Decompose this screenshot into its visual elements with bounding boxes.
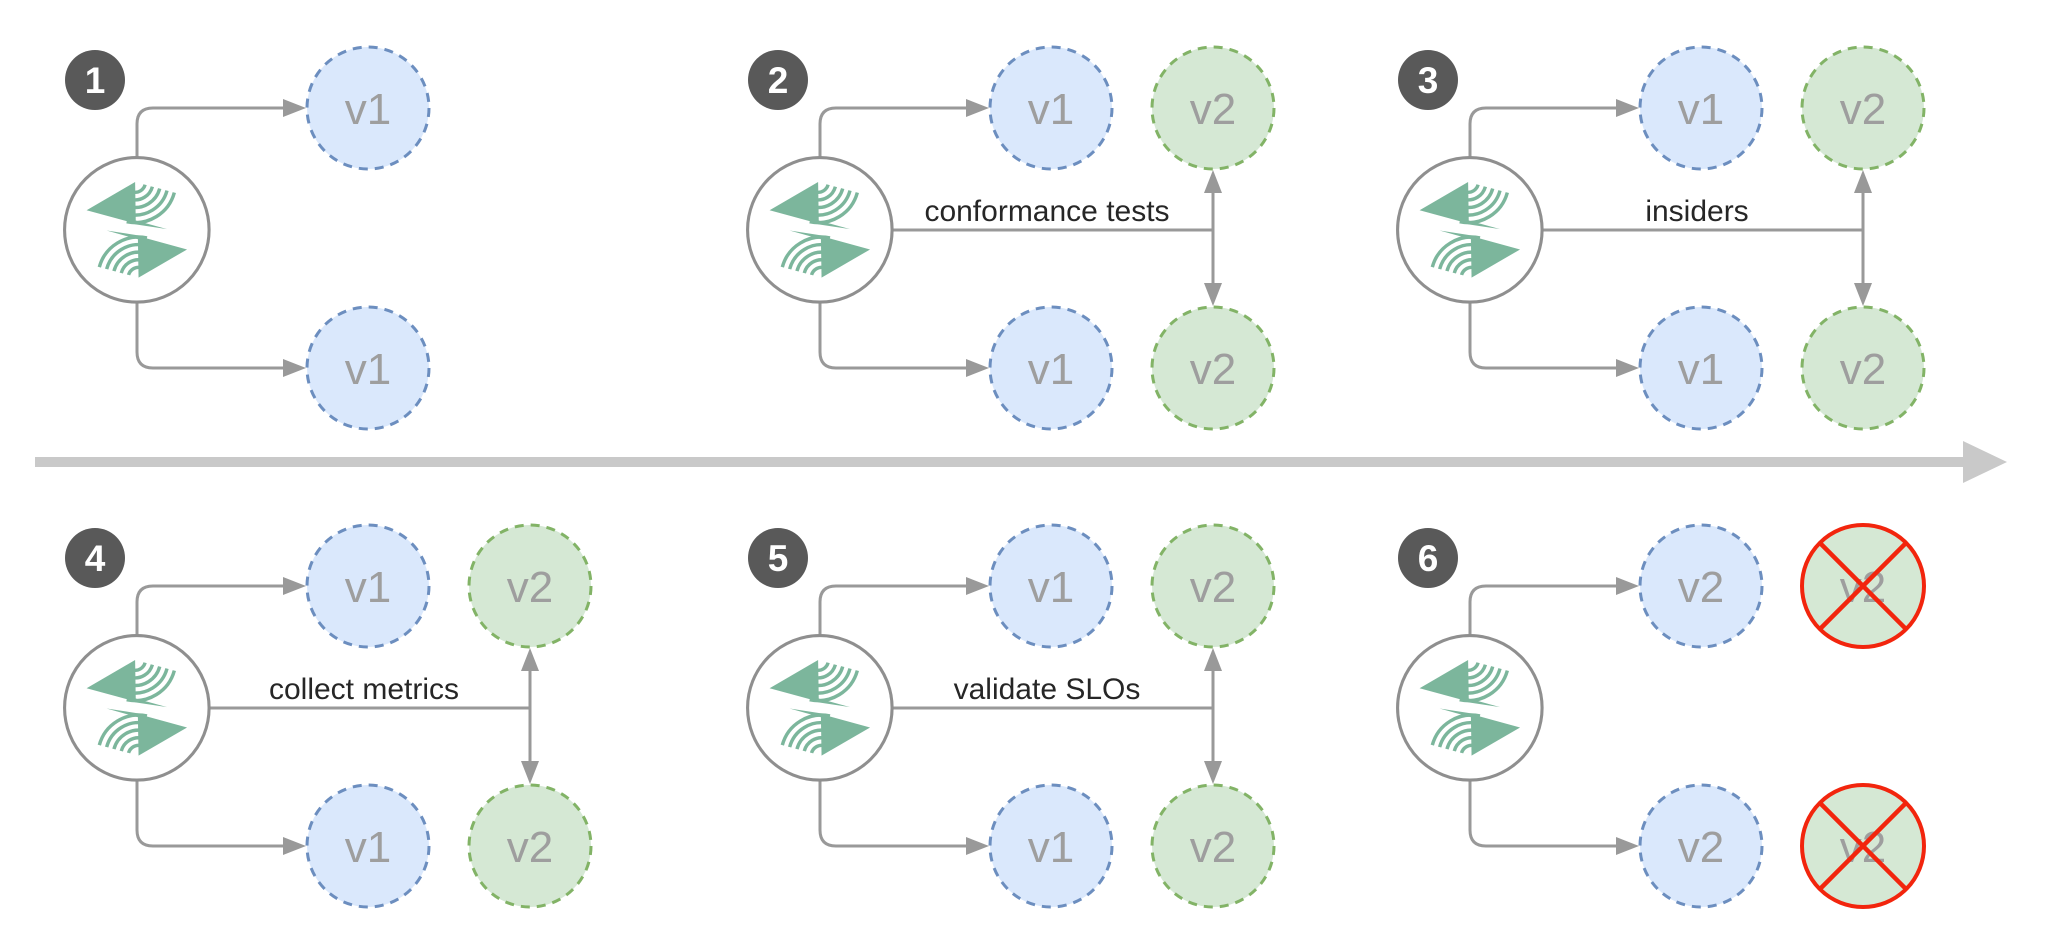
version-label: v2 [1190, 563, 1236, 612]
compare-arrow [1204, 648, 1222, 784]
edge-label: conformance tests [924, 195, 1169, 228]
step-number: 1 [85, 60, 106, 101]
v2-node-top: v2 [1150, 45, 1276, 171]
product-logo-icon [1398, 158, 1543, 303]
version-label: v2 [1840, 85, 1886, 134]
product-logo-icon [748, 636, 893, 781]
elbow-arrow-bottom [818, 781, 989, 855]
timeline-bar [35, 457, 1965, 467]
version-label: v1 [1028, 823, 1074, 872]
timeline-arrow [35, 441, 2007, 483]
elbow-arrow-top [1468, 577, 1639, 635]
v2-node-top: v2 [1800, 45, 1926, 171]
elbow-arrow-bottom [1468, 303, 1639, 377]
version-label: v2 [507, 563, 553, 612]
v1-node-bottom: v1 [305, 305, 431, 431]
version-label: v1 [1678, 345, 1724, 394]
step-number: 6 [1418, 538, 1439, 579]
version-label: v2 [1678, 563, 1724, 612]
elbow-arrow-bottom [818, 303, 989, 377]
edge-label: collect metrics [269, 673, 459, 706]
v2-node-bottom: v2 [1800, 305, 1926, 431]
v2-node-bottom: v2 [1150, 783, 1276, 909]
v2-node-top: v2 [1150, 523, 1276, 649]
cross-out-icon [1818, 541, 1908, 631]
step-badge: 6 [1398, 528, 1458, 588]
step-badge: 5 [748, 528, 808, 588]
elbow-arrow-bottom [1468, 781, 1639, 855]
step-number: 4 [85, 538, 106, 579]
version-label: v2 [1678, 823, 1724, 872]
version-label: v1 [1028, 345, 1074, 394]
step-panel-2: conformance tests 2 v1 v1 v2 v2 [683, 45, 1276, 431]
v1-node-top: v1 [1638, 45, 1764, 171]
step-panel-4: collect metrics 4 v1 v1 v2 v2 [0, 523, 593, 909]
v1-node-bottom: v1 [305, 783, 431, 909]
version-label: v1 [1028, 85, 1074, 134]
v1-node-top: v1 [988, 523, 1114, 649]
elbow-arrow-top [818, 99, 989, 157]
version-label: v1 [1678, 85, 1724, 134]
step-number: 2 [768, 60, 789, 101]
version-label: v1 [1028, 563, 1074, 612]
deprecated-v2-node-top: v2 [1800, 523, 1926, 649]
version-label: v1 [345, 563, 391, 612]
v2-node-bottom: v2 [467, 783, 593, 909]
elbow-arrow-bottom [135, 303, 306, 377]
elbow-arrow-bottom [135, 781, 306, 855]
step-panel-3: insiders 3 v1 v1 v2 v2 [1333, 45, 1926, 431]
version-label: v2 [1190, 345, 1236, 394]
version-label: v1 [345, 345, 391, 394]
v2-node-top: v2 [1638, 523, 1764, 649]
step-badge: 3 [1398, 50, 1458, 110]
version-label: v2 [1840, 345, 1886, 394]
v2-node-top: v2 [467, 523, 593, 649]
version-label: v2 [1190, 85, 1236, 134]
product-logo-icon [65, 158, 210, 303]
edge-label: insiders [1645, 195, 1748, 228]
elbow-arrow-top [818, 577, 989, 635]
step-panel-5: validate SLOs 5 v1 v1 v2 v2 [683, 523, 1276, 909]
step-badge: 1 [65, 50, 125, 110]
product-logo-icon [748, 158, 893, 303]
product-logo-icon [1398, 636, 1543, 781]
v2-node-bottom: v2 [1150, 305, 1276, 431]
v1-node-top: v1 [305, 45, 431, 171]
v2-node-bottom: v2 [1638, 783, 1764, 909]
product-logo-icon [65, 636, 210, 781]
v1-node-top: v1 [305, 523, 431, 649]
version-label: v2 [507, 823, 553, 872]
cross-out-icon [1818, 801, 1908, 891]
compare-arrow [521, 648, 539, 784]
v1-node-bottom: v1 [988, 783, 1114, 909]
step-panel-1: 1 v1 v1 [0, 45, 431, 431]
elbow-arrow-top [1468, 99, 1639, 157]
v1-node-bottom: v1 [1638, 305, 1764, 431]
version-label: v2 [1190, 823, 1236, 872]
deprecated-v2-node-bottom: v2 [1800, 783, 1926, 909]
step-number: 5 [768, 538, 789, 579]
version-label: v1 [345, 823, 391, 872]
elbow-arrow-top [135, 577, 306, 635]
compare-arrow [1854, 170, 1872, 306]
step-number: 3 [1418, 60, 1439, 101]
elbow-arrow-top [135, 99, 306, 157]
edge-label: validate SLOs [954, 673, 1141, 706]
step-badge: 2 [748, 50, 808, 110]
timeline-arrowhead-icon [1963, 441, 2007, 483]
version-label: v1 [345, 85, 391, 134]
step-panel-6: 6 v2 v2 v2 v2 [1333, 523, 1926, 909]
step-badge: 4 [65, 528, 125, 588]
compare-arrow [1204, 170, 1222, 306]
v1-node-bottom: v1 [988, 305, 1114, 431]
v1-node-top: v1 [988, 45, 1114, 171]
